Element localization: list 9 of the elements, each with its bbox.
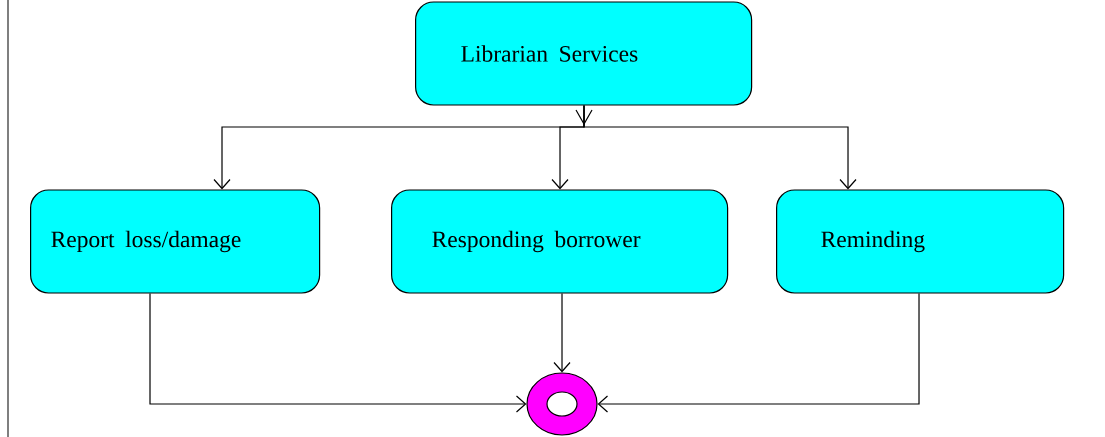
arrow [583, 105, 857, 190]
arrow [149, 293, 527, 413]
end-node [526, 372, 598, 436]
activity-box: Responding borrower [391, 189, 729, 294]
arrow [597, 293, 920, 413]
arrow [553, 293, 571, 373]
activity-box: Reminding [776, 189, 1065, 294]
activity-box: Librarian Services [415, 1, 753, 106]
activity-box: Report loss/damage [30, 189, 321, 294]
